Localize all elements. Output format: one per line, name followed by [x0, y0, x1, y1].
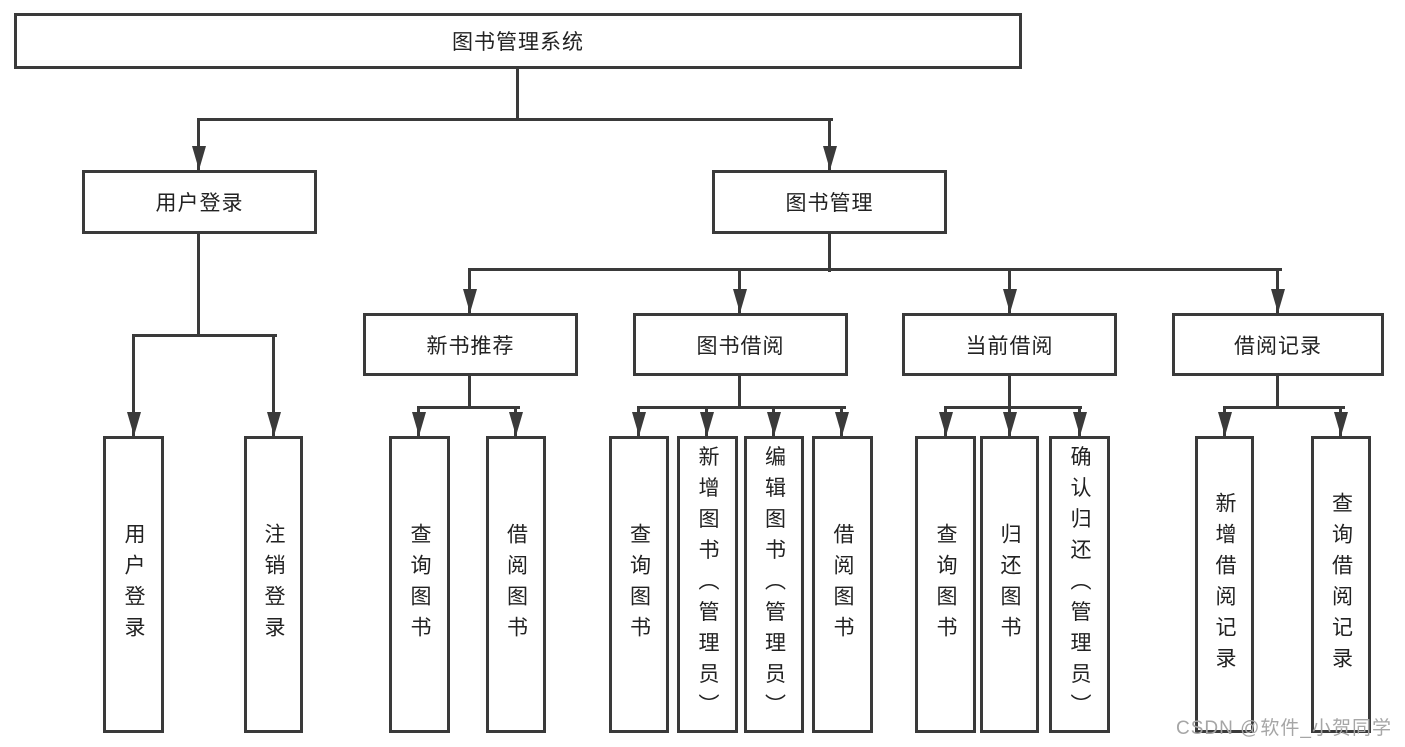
arrowhead-cur-confirm [1073, 412, 1087, 436]
leaf-confirm-return-admin: 确认归还（管理员） [1049, 436, 1110, 733]
leaf-recommend-query-books-label: 查询图书 [408, 522, 431, 647]
arrowhead-rec-borrow [509, 412, 523, 436]
leaf-recommend-query-books: 查询图书 [389, 436, 450, 733]
leaf-add-books-admin: 新增图书（管理员） [677, 436, 738, 733]
arrowhead-leaf-logout [267, 412, 281, 436]
leaf-current-query-books: 查询图书 [915, 436, 976, 733]
connector-user-login-stem [197, 234, 200, 336]
leaf-borrow-books: 借阅图书 [812, 436, 873, 733]
connector-to-user-login [197, 118, 200, 170]
arrowhead-bb-add [700, 412, 714, 436]
connector-records-bar [1223, 406, 1345, 409]
leaf-confirm-return-admin-label: 确认归还（管理员） [1068, 445, 1091, 724]
node-user-login: 用户登录 [82, 170, 317, 234]
leaf-recommend-borrow-books: 借阅图书 [486, 436, 546, 733]
arrowhead-rec-add-record [1218, 412, 1232, 436]
connector-root-stem [516, 69, 519, 120]
leaf-user-login-label: 用户登录 [122, 522, 145, 647]
leaf-add-borrow-record: 新增借阅记录 [1195, 436, 1254, 733]
leaf-borrow-query-books: 查询图书 [609, 436, 669, 733]
leaf-user-login: 用户登录 [103, 436, 164, 733]
leaf-logout: 注销登录 [244, 436, 303, 733]
arrowhead-bb-edit [767, 412, 781, 436]
node-book-borrow: 图书借阅 [633, 313, 848, 376]
connector-recommend-bar [417, 406, 520, 409]
connector-book-mgmt-stem [828, 234, 831, 272]
connector-to-leaf-user-login [132, 334, 135, 436]
arrowhead-bb-query [632, 412, 646, 436]
connector-records-stem [1276, 376, 1279, 408]
leaf-query-borrow-record-label: 查询借阅记录 [1329, 491, 1353, 678]
node-new-book-recommend: 新书推荐 [363, 313, 578, 376]
leaf-current-query-books-label: 查询图书 [934, 522, 957, 647]
arrowhead-rec-query-record [1334, 412, 1348, 436]
arrowhead-cur-query [939, 412, 953, 436]
arrowhead-book-borrow [733, 289, 747, 313]
arrowhead-leaf-user-login [127, 412, 141, 436]
connector-book-mgmt-bar [468, 268, 1282, 271]
leaf-query-borrow-record: 查询借阅记录 [1311, 436, 1371, 733]
csdn-watermark: CSDN @软件_小贺同学 [1176, 718, 1392, 739]
connector-recommend-stem [468, 376, 471, 408]
connector-to-leaf-logout [272, 334, 275, 436]
leaf-recommend-borrow-books-label: 借阅图书 [504, 522, 528, 647]
leaf-return-books-label: 归还图书 [998, 522, 1021, 647]
leaf-edit-books-admin: 编辑图书（管理员） [744, 436, 804, 733]
connector-current-bar [944, 406, 1082, 409]
node-book-management: 图书管理 [712, 170, 947, 234]
connector-book-borrow-stem [738, 376, 741, 408]
leaf-add-borrow-record-label: 新增借阅记录 [1213, 491, 1236, 678]
leaf-return-books: 归还图书 [980, 436, 1039, 733]
arrowhead-current-borrow [1003, 289, 1017, 313]
connector-book-borrow-bar [637, 406, 846, 409]
arrowhead-bb-borrow [835, 412, 849, 436]
node-borrow-records: 借阅记录 [1172, 313, 1384, 376]
arrowhead-borrow-records [1271, 289, 1285, 313]
arrowhead-cur-return [1003, 412, 1017, 436]
connector-to-book-management [828, 118, 831, 170]
arrowhead-user-login [192, 146, 206, 170]
connector-root-bar [197, 118, 833, 121]
node-current-borrow: 当前借阅 [902, 313, 1117, 376]
connector-current-stem [1008, 376, 1011, 408]
leaf-borrow-books-label: 借阅图书 [831, 522, 854, 647]
arrowhead-book-management [823, 146, 837, 170]
leaf-add-books-admin-label: 新增图书（管理员） [696, 445, 719, 724]
arrowhead-recommend [463, 289, 477, 313]
connector-user-login-bar [132, 334, 277, 337]
leaf-borrow-query-books-label: 查询图书 [627, 522, 651, 647]
node-library-system: 图书管理系统 [14, 13, 1022, 69]
arrowhead-rec-query [412, 412, 426, 436]
leaf-edit-books-admin-label: 编辑图书（管理员） [762, 445, 786, 724]
leaf-logout-label: 注销登录 [262, 522, 285, 647]
